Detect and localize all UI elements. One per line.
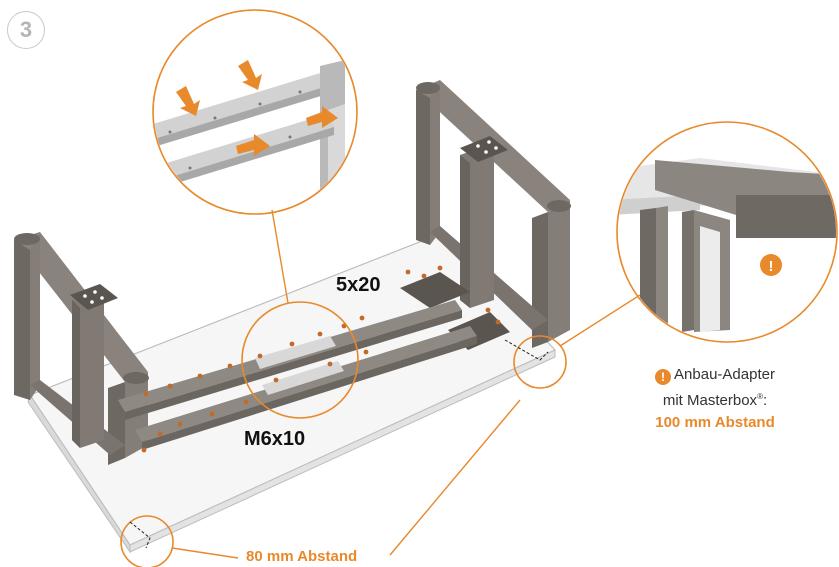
note-line-3: 100 mm Abstand (655, 414, 775, 431)
screws (141, 265, 501, 453)
cross-rails (118, 300, 477, 450)
note-line-2: mit Masterbox®: (600, 386, 830, 412)
screw-label-5x20: 5x20 (336, 274, 381, 296)
masterbox-note: !Anbau-Adapter mit Masterbox®: 100 mm Ab… (600, 364, 830, 434)
zoom-detail-masterbox: ! (504, 121, 838, 389)
svg-text:!: ! (769, 258, 774, 275)
registered-mark: ® (757, 392, 763, 401)
arrow-icon (238, 60, 262, 90)
arrow-icon (236, 134, 270, 156)
right-leg-frame (400, 80, 571, 350)
step-number: 3 (7, 11, 45, 49)
note-line-2-text: mit Masterbox (662, 392, 758, 409)
note-line-1-text: Anbau-Adapter (674, 366, 775, 383)
left-leg-frame (14, 232, 149, 465)
screw-label-m6x10: M6x10 (244, 428, 306, 450)
bottom-distance-label: 80 mm Abstand (246, 548, 358, 565)
note-line-1: !Anbau-Adapter (600, 364, 830, 386)
warning-icon (760, 254, 782, 276)
note-line-2-suffix: : (762, 392, 768, 409)
zoom-detail-rails (152, 9, 358, 215)
arrow-icon (306, 106, 338, 128)
zoom-source-center (241, 209, 359, 419)
bottom-distance-marker (120, 399, 521, 567)
exclamation-icon: ! (655, 369, 672, 385)
arrow-icon (176, 86, 200, 116)
